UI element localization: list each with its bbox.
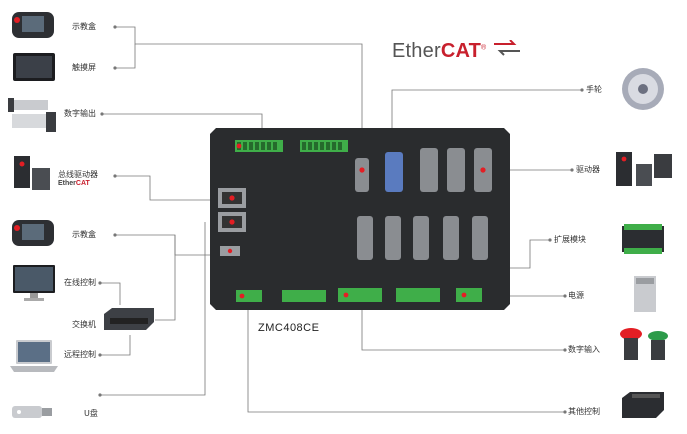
label-other-control: 其他控制 (568, 407, 600, 416)
controller-model: ZMC408CE (258, 322, 320, 334)
io-module-icon (622, 392, 664, 418)
label-driver: 驱动器 (576, 165, 600, 174)
ethercat-logo-word2: CAT (440, 40, 482, 62)
wire-teach-pendant-2 (115, 234, 225, 256)
motor-driver-icon (616, 152, 672, 186)
controller-board (210, 128, 510, 310)
wire-bus-driver (115, 175, 222, 201)
label-digital-output: 数字输出 (64, 109, 96, 118)
top-terminals (235, 140, 348, 152)
label-handwheel: 手轮 (586, 85, 602, 94)
small-ethercat-logo: EtherCAT (58, 180, 90, 187)
push-button-icon (620, 328, 668, 360)
teach-pendant-icon (12, 220, 54, 246)
bottom-terminals (236, 288, 482, 302)
wire-usb (100, 222, 206, 396)
label-power: 电源 (568, 291, 584, 300)
wire-switch-up (155, 235, 176, 321)
touch-screen-icon (13, 53, 55, 81)
label-teach-pendant-2: 示教盒 (72, 230, 96, 239)
ethercat-logo-mark: ® (481, 44, 487, 52)
network-switch-icon (104, 308, 154, 330)
label-usb-disk: U盘 (84, 409, 98, 418)
monitor-icon (13, 265, 55, 301)
laptop-icon (10, 340, 58, 372)
usb-drive-icon (12, 406, 52, 418)
label-online-control: 在线控制 (64, 278, 96, 287)
db-connectors-top (355, 148, 492, 192)
small-ethercat-word1: Ether (58, 180, 76, 187)
wire-other-control (247, 300, 565, 413)
cylinder-icon (8, 98, 56, 132)
ethercat-arrows-icon (494, 40, 520, 56)
small-ethercat-word2: CAT (75, 180, 90, 187)
ethernet-ports (218, 188, 246, 256)
label-switch: 交换机 (72, 320, 96, 329)
wire-touch-screen (115, 44, 136, 69)
ethercat-logo: EtherCAT® (392, 40, 486, 63)
label-bus-driver: 总线驱动器 (58, 170, 98, 179)
label-expansion-module: 扩展模块 (554, 235, 586, 244)
handwheel-icon (622, 68, 664, 110)
wire-digital-input (361, 310, 565, 351)
expansion-board-icon (622, 224, 664, 254)
label-touch-screen: 触摸屏 (72, 63, 96, 72)
db-connectors-bottom (357, 216, 488, 260)
ethercat-logo-word1: Ether (392, 40, 441, 62)
label-remote-control: 远程控制 (64, 350, 96, 359)
label-digital-input: 数字输入 (568, 345, 600, 354)
wire-remote (100, 335, 131, 356)
power-supply-icon (634, 276, 656, 312)
wire-online (100, 282, 121, 305)
servo-drive-icon (14, 156, 50, 190)
label-teach-pendant-1: 示教盒 (72, 22, 96, 31)
teach-pendant-icon (12, 12, 54, 38)
